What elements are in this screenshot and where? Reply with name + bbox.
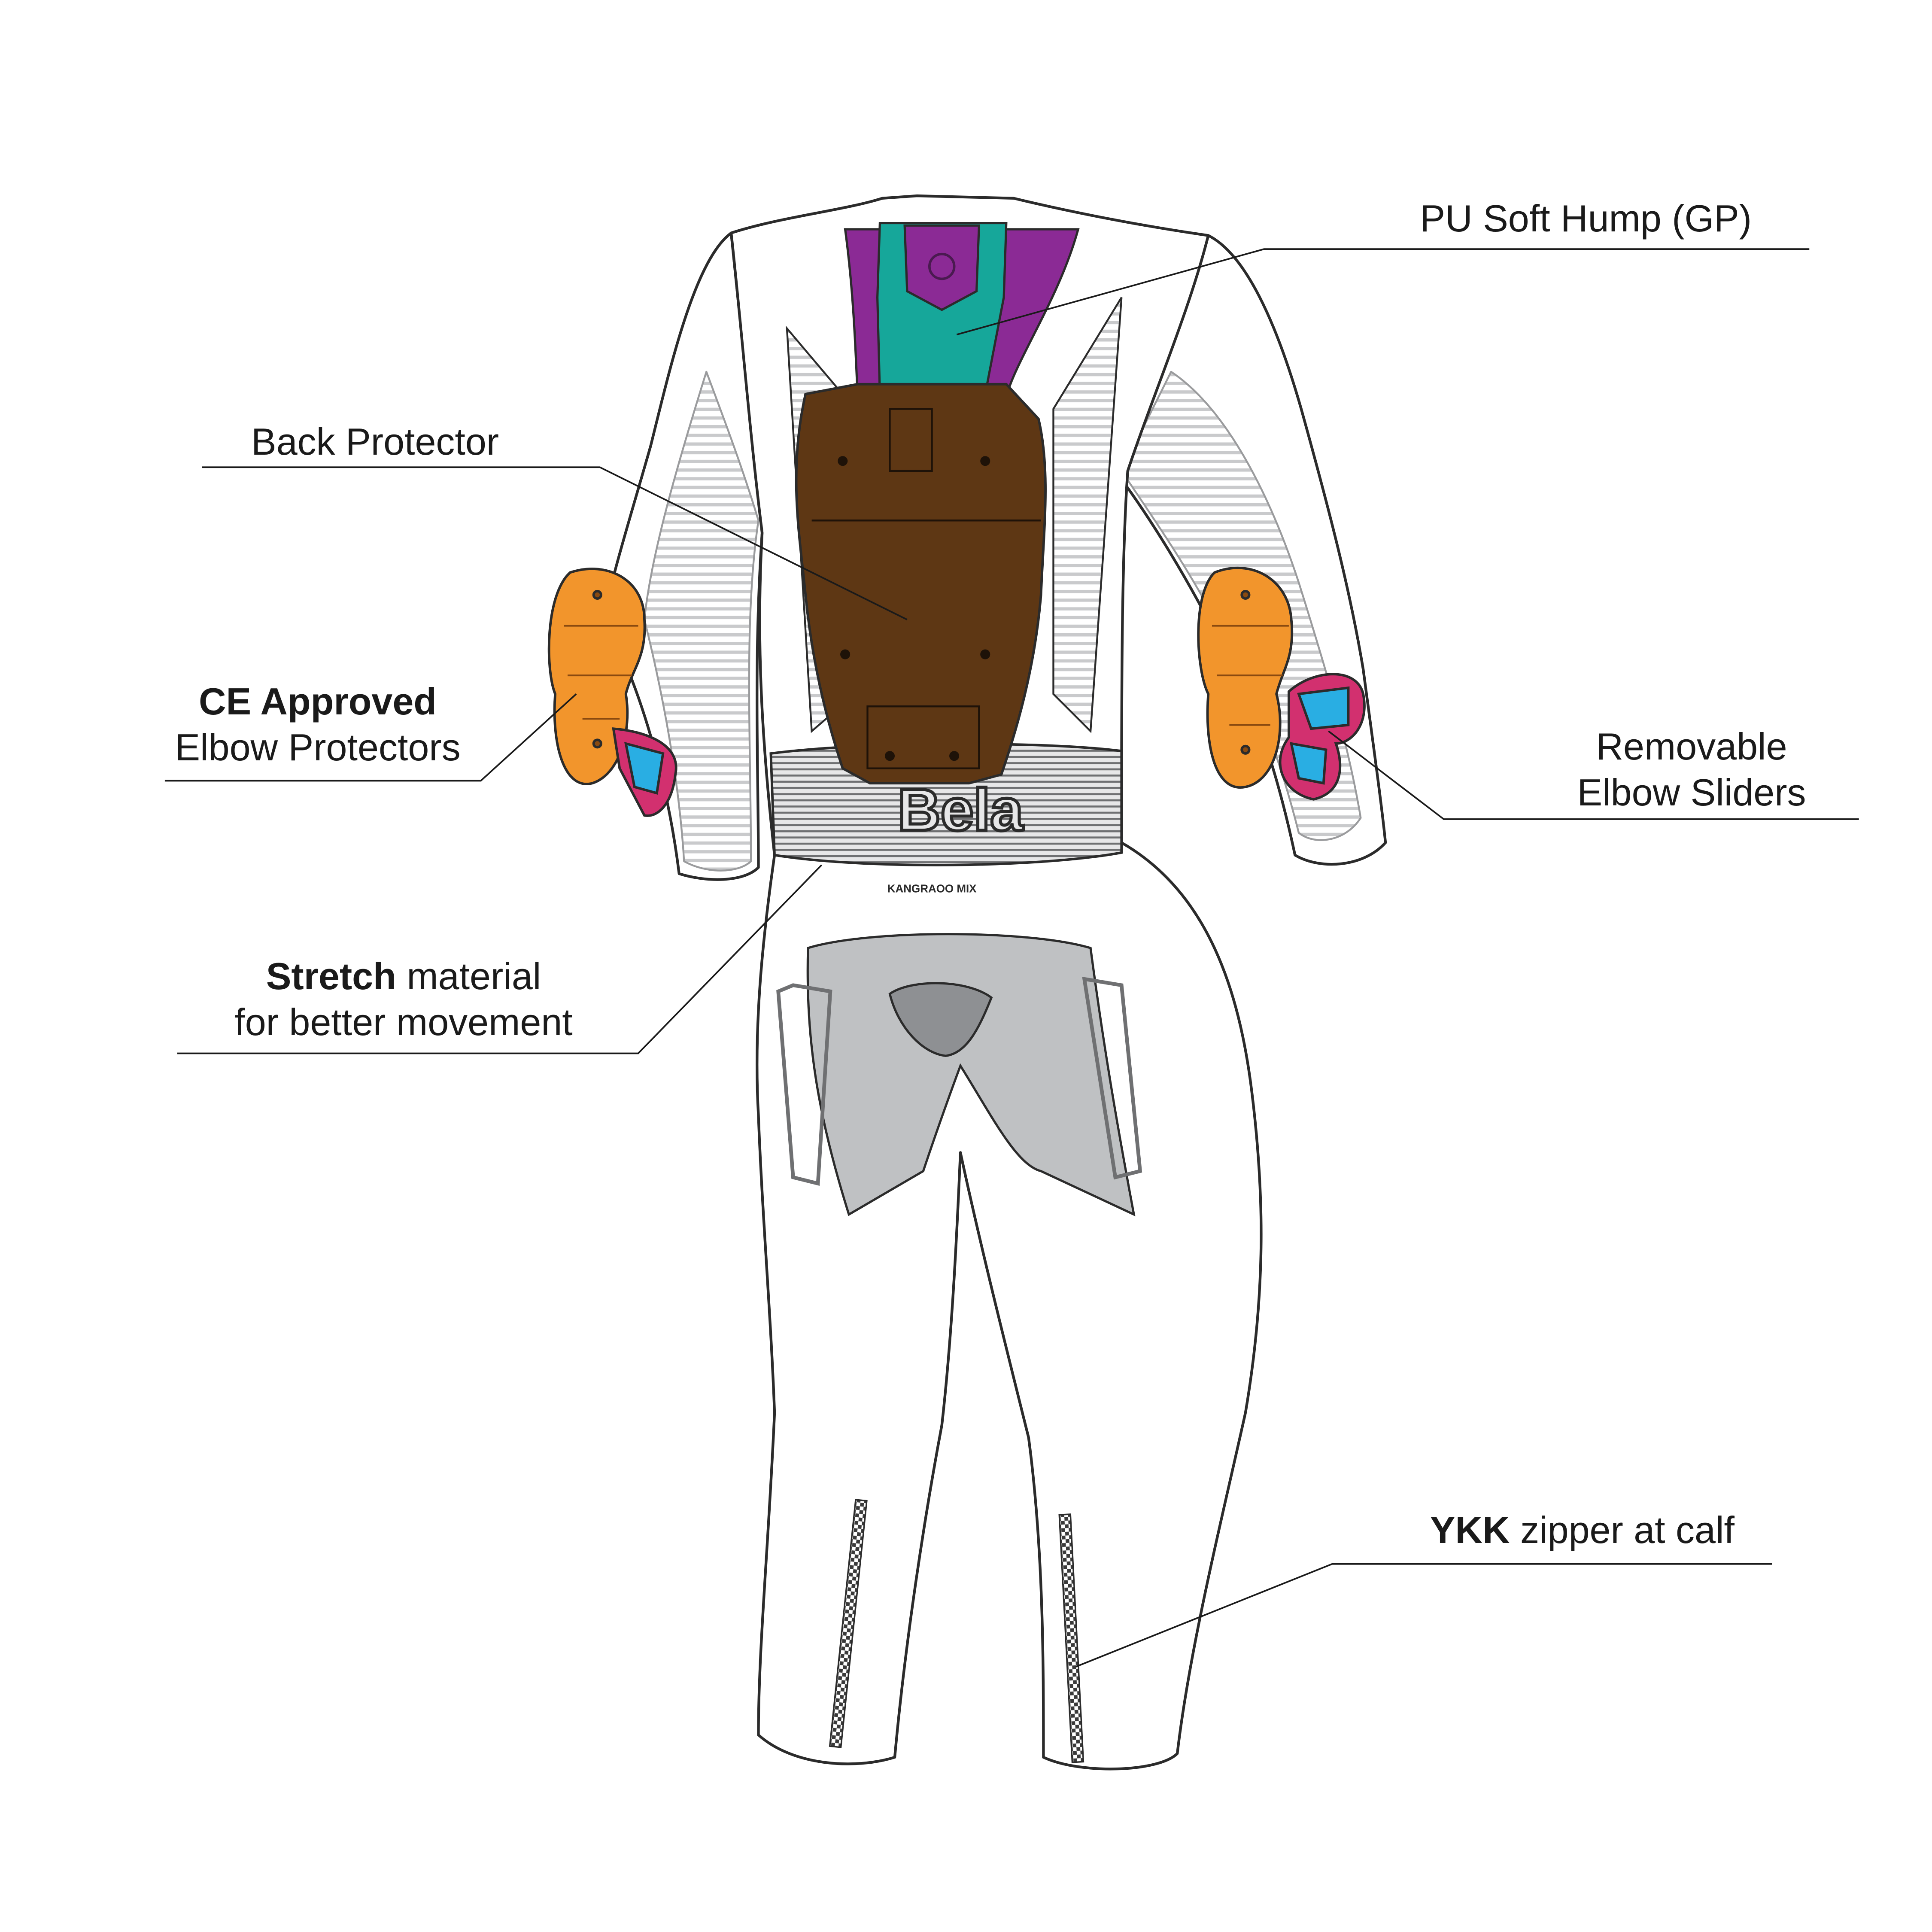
leader-zipper	[1075, 1563, 1772, 1668]
elbow-slider-right	[1279, 673, 1366, 801]
belt-text: KANGRAOO MIX	[887, 882, 977, 895]
pu-soft-hump	[844, 222, 1080, 398]
zipper-left	[829, 1499, 868, 1748]
leader-hump	[956, 248, 1810, 336]
elbow-protector-right	[1197, 566, 1294, 789]
zipper-right	[1058, 1513, 1084, 1763]
label-back-protector: Back Protector	[251, 420, 499, 463]
label-elbow-protectors: CE Approved Elbow Protectors	[175, 680, 461, 769]
label-pu-soft-hump: PU Soft Hump (GP)	[1420, 197, 1752, 240]
label-stretch-material: Stretch material for better movement	[234, 955, 573, 1044]
leader-elbow-sliders	[1328, 730, 1859, 820]
left-sleeve-stripes	[643, 371, 759, 872]
back-protector	[795, 383, 1047, 785]
elbow-slider-left	[612, 727, 677, 817]
label-elbow-sliders: Removable Elbow Sliders	[1577, 725, 1806, 814]
seat-panel	[776, 933, 1142, 1217]
belt-logo: Bela	[898, 777, 1024, 843]
leader-elbow-protectors	[164, 693, 577, 782]
calf-zippers	[829, 1499, 1084, 1763]
label-ykk-zipper: YKK zipper at calf	[1430, 1509, 1735, 1551]
leader-stretch	[177, 864, 823, 1054]
leader-back-protector	[202, 466, 908, 620]
callout-lines	[164, 248, 1859, 1668]
